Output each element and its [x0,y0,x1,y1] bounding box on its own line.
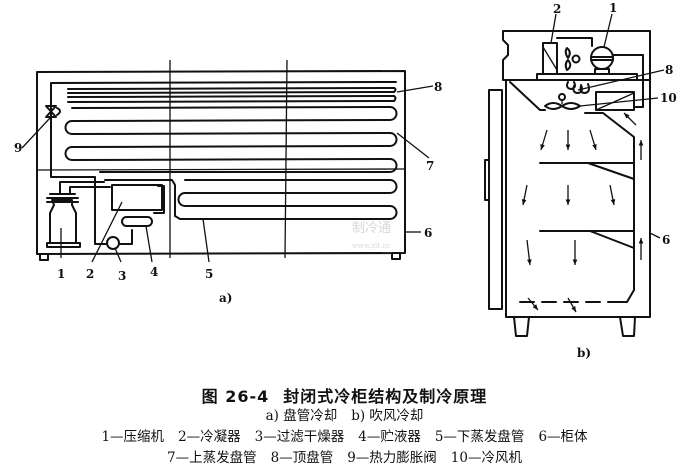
legend-line-2: 7—上蒸发盘管 8—顶盘管 9—热力膨胀阀 10—冷风机 [0,446,689,466]
legend-item: 10—冷风机 [450,450,522,466]
top-coil-b [566,81,590,94]
expansion-valve [45,105,61,118]
legend-item: 9—热力膨胀阀 [347,450,437,466]
legend-line-1: 1—压缩机 2—冷凝器 3—过滤干燥器 4—贮液器 5—下蒸发盘管 6—柜体 [0,425,689,445]
legend-item: 7—上蒸发盘管 [167,450,257,466]
machine-compartment [502,30,651,81]
airflow-arrowhead [638,238,644,244]
panel-a-coil-cooling: 1 2 3 4 5 6 7 8 9 制冷通 www.zlt.cc a) [14,59,442,305]
legend-item: 2—冷凝器 [178,429,241,445]
condenser-a [111,184,163,211]
panel-b-label: b) [577,346,591,360]
panel-b-forced-air-cooling: 1 2 8 10 6 b) [484,1,677,360]
upper-evaporator-coil [50,81,398,173]
airflow-arrowhead [565,199,571,205]
callout-leaders-b [550,13,665,239]
compressor-a [46,193,81,248]
watermark-url: www.zlt.cc [352,242,390,250]
evaporator-fan [544,93,581,110]
top-coil [67,87,397,103]
figure-subtitles: a) 盘管冷却 b) 吹风冷却 [0,404,689,424]
legend-item: 5—下蒸发盘管 [434,429,525,445]
airflow-arrowhead [565,144,571,150]
watermark-logo: 制冷通 [352,221,391,236]
airflow-arrowhead [624,113,630,119]
callout-2-b: 2 [553,2,561,16]
leg-left-b [513,316,530,337]
airflow-arrowhead [532,304,538,310]
receiver [121,216,153,227]
legend-item: 4—贮液器 [358,429,421,445]
legend-item: 8—顶盘管 [270,450,334,466]
compressor-b [590,46,644,108]
airflow-arrowhead [572,259,578,265]
airflow-arrowhead [638,140,644,146]
cabinet-body-a [36,70,406,255]
callout-8-a: 8 [434,80,442,94]
subtitle-b-key: b) [351,408,366,424]
cabinet-door [488,89,503,310]
airflow-arrowhead [571,306,576,312]
lower-evaporator-coil [104,179,398,220]
figure-number: 图 26-4 [201,387,270,406]
figure-title-text: 封闭式冷柜结构及制冷原理 [283,387,488,406]
callout-1-b: 1 [609,1,617,15]
foot-right-a [391,252,401,260]
airflow-arrowhead [527,259,532,265]
refrigerated-cabinet-diagram: 1 2 3 4 5 6 7 8 9 制冷通 www.zlt.cc a) [14,1,677,360]
callout-8-b: 8 [665,63,673,77]
callout-2-a: 2 [86,267,94,281]
callout-6-b: 6 [662,233,670,247]
callout-6-a: 6 [424,226,432,240]
airflow-arrowhead [592,144,597,150]
callout-leaders-a [21,85,434,263]
door-handle [484,159,490,201]
airflow-arrowhead [610,199,616,205]
callout-9-a: 9 [14,141,22,155]
legend-item: 3—过滤干燥器 [254,429,345,445]
air-duct [509,81,635,303]
filter-drier [106,236,120,250]
leg-right-b [619,316,636,337]
callout-10-b: 10 [660,91,677,105]
callout-1-a: 1 [57,267,65,281]
airflow-arrows [521,112,644,313]
cabinet-body-b [505,79,651,318]
shelf-line-a [36,168,406,171]
airflow-arrowhead [540,144,545,150]
figure-title: 图 26-4 封闭式冷柜结构及制冷原理 [0,383,689,407]
legend-item: 6—柜体 [538,429,588,445]
callout-5-a: 5 [205,267,213,281]
legend-item: 1—压缩机 [101,429,165,445]
subtitle-b-text: 吹风冷却 [369,408,424,424]
foot-left-a [39,253,49,261]
condenser-fan [564,47,581,71]
airflow-arrowhead [521,199,527,205]
panel-a-label: a) [219,291,232,305]
subtitle-a-key: a) [265,408,279,424]
condenser-b [542,37,593,75]
callout-3-a: 3 [118,269,126,283]
subtitle-a-text: 盘管冷却 [283,408,338,424]
callout-7-a: 7 [426,159,434,173]
callout-4-a: 4 [150,265,158,279]
